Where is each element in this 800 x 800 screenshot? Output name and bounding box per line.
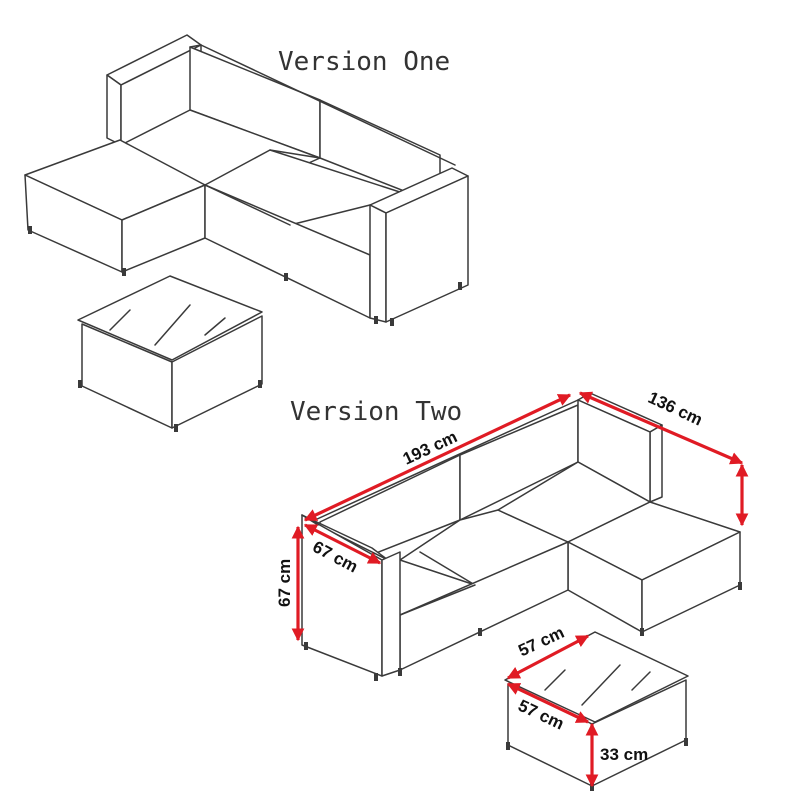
version-two-title: Version Two	[290, 397, 462, 427]
version-one-sofa	[24, 34, 469, 326]
arrow-length	[303, 393, 572, 522]
version-one-table	[77, 275, 263, 432]
arrow-table-width	[506, 634, 590, 680]
label-height: 67 cm	[275, 559, 294, 607]
arrow-table-depth	[506, 682, 590, 724]
label-table-height: 33 cm	[600, 745, 648, 764]
dimension-arrows	[291, 391, 749, 788]
version-one-title: Version One	[278, 47, 450, 77]
arrow-seat-depth	[303, 523, 382, 565]
arrow-chaise-depth	[578, 391, 744, 465]
